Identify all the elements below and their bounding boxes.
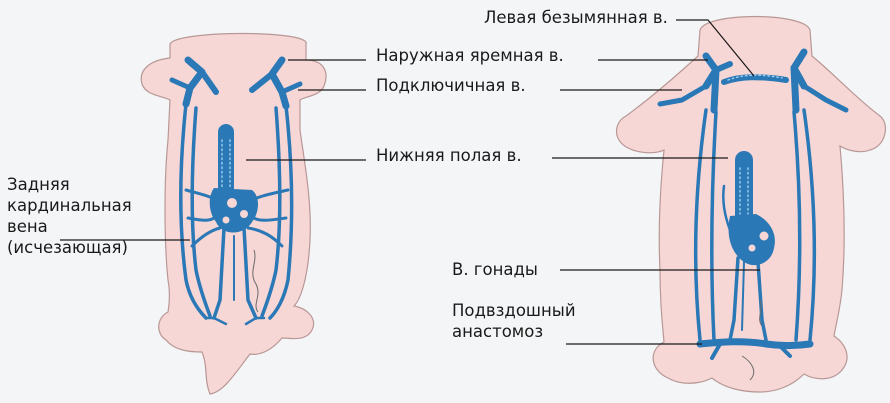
label-subclavian-vein: Подключичная в. (376, 76, 526, 96)
label-posterior-cardinal-line-4: (исчезающая) (7, 237, 132, 258)
label-posterior-cardinal-line-2: кардинальная (7, 195, 132, 216)
label-posterior-cardinal-vein: Задняя кардинальная вена (исчезающая) (7, 174, 132, 258)
early-embryo-figure (141, 34, 326, 395)
label-iliac-anastomosis-line-2: анастомоз (452, 321, 576, 342)
label-iliac-anastomosis-line-1: Подвздошный (452, 300, 576, 321)
label-posterior-cardinal-line-1: Задняя (7, 174, 132, 195)
label-inferior-vena-cava: Нижняя полая в. (376, 146, 522, 166)
label-external-jugular-vein: Наружная яремная в. (376, 46, 564, 66)
label-left-brachiocephalic-vein: Левая безымянная в. (484, 8, 668, 28)
label-posterior-cardinal-line-3: вена (7, 216, 132, 237)
label-iliac-anastomosis: Подвздошный анастомоз (452, 300, 576, 342)
label-gonadal-vein: В. гонады (452, 260, 538, 280)
